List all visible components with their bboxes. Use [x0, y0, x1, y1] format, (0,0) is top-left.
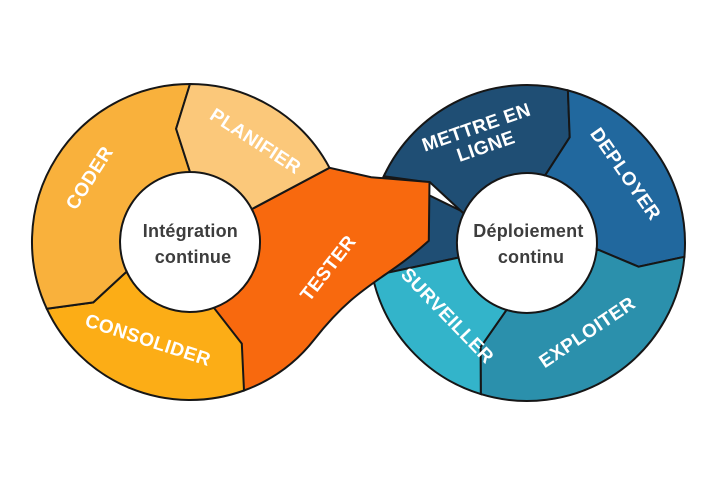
segment-exploiter: [479, 247, 686, 402]
right-center-line2: continu: [498, 247, 564, 267]
left-center-line2: continue: [155, 247, 232, 267]
segment-consolider: [45, 269, 246, 401]
segment-tester: [212, 166, 431, 392]
left-center-line1: Intégration: [143, 221, 238, 241]
right-loop-center-label: Déploiement continu: [473, 221, 588, 267]
right-center-line1: Déploiement: [473, 221, 583, 241]
left-loop-center-label: Intégration continue: [143, 221, 243, 267]
segment-deployer: [543, 89, 686, 268]
segment-planifier: [175, 82, 331, 211]
segment-coder: [31, 82, 192, 310]
